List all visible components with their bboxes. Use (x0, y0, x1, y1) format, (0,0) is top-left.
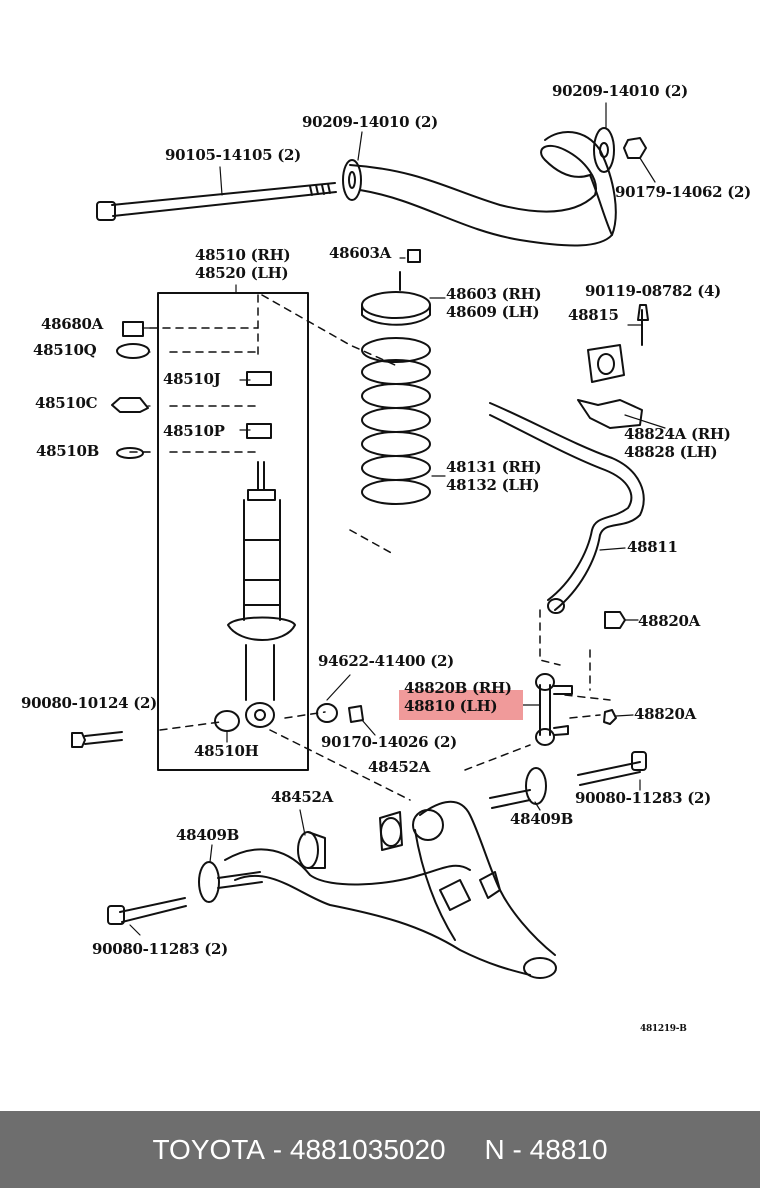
label-48603a[interactable]: 48603A (329, 244, 392, 262)
label-48409b-left[interactable]: 48409B (176, 826, 240, 844)
label-48409b-right[interactable]: 48409B (510, 810, 574, 828)
label-90080-10124[interactable]: 90080-10124 (2) (21, 694, 157, 712)
label-48680a[interactable]: 48680A (41, 315, 104, 333)
label-48815[interactable]: 48815 (568, 306, 619, 324)
footer-code-prefix: N (484, 1133, 505, 1165)
label-48510c[interactable]: 48510C (35, 394, 98, 412)
label-48820a-lower[interactable]: 48820A (634, 705, 697, 723)
highlight-48810 (399, 690, 523, 720)
label-48828-lh[interactable]: 48828 (LH) (624, 443, 718, 461)
footer-separator: - (265, 1133, 290, 1165)
label-90119-08782[interactable]: 90119-08782 (4) (585, 282, 721, 300)
label-48452a-lower[interactable]: 48452A (271, 788, 334, 806)
part-footer: TOYOTA - 4881035020 N - 48810 (0, 1111, 760, 1188)
label-90209-14010-left[interactable]: 90209-14010 (2) (302, 113, 438, 131)
footer-code: 48810 (529, 1133, 608, 1165)
lower-control-arm (224, 800, 557, 979)
label-90080-11283-right[interactable]: 90080-11283 (2) (575, 789, 711, 807)
stabilizer-bar (489, 402, 645, 614)
label-90209-14010-right[interactable]: 90209-14010 (2) (552, 82, 688, 100)
footer-gap (446, 1134, 485, 1166)
label-48811[interactable]: 48811 (627, 538, 678, 556)
footer-part-number: 4881035020 (289, 1133, 446, 1165)
label-90105-14105[interactable]: 90105-14105 (2) (165, 146, 301, 164)
label-48824a-rh[interactable]: 48824A (RH) (624, 425, 731, 443)
label-48609-lh[interactable]: 48609 (LH) (446, 303, 540, 321)
diagram-reference: 481219-B (640, 1024, 687, 1034)
label-48603-rh[interactable]: 48603 (RH) (446, 285, 542, 303)
label-48820b-rh[interactable]: 48820B (RH) (404, 679, 512, 697)
label-48132-lh[interactable]: 48132 (LH) (446, 476, 540, 494)
label-48810-lh[interactable]: 48810 (LH) (404, 697, 498, 715)
footer-brand: TOYOTA (152, 1133, 265, 1165)
label-48820a-upper[interactable]: 48820A (638, 612, 701, 630)
label-48131-rh[interactable]: 48131 (RH) (446, 458, 542, 476)
label-90179-14062[interactable]: 90179-14062 (2) (615, 183, 751, 201)
coil-spring (361, 337, 431, 505)
label-48510-rh[interactable]: 48510 (RH) (195, 246, 291, 264)
shock-absorber (227, 461, 296, 728)
upper-control-arm (342, 130, 617, 247)
footer-separator-2: - (504, 1133, 530, 1165)
label-90170-14026[interactable]: 90170-14026 (2) (321, 733, 457, 751)
parts-diagram (71, 102, 666, 979)
label-94622-41400[interactable]: 94622-41400 (2) (318, 652, 454, 670)
upper-arm-bolt (96, 182, 337, 221)
label-48520-lh[interactable]: 48520 (LH) (195, 264, 289, 282)
label-48510h[interactable]: 48510H (194, 742, 259, 760)
stabilizer-link (535, 673, 573, 746)
label-48510b[interactable]: 48510B (36, 442, 100, 460)
label-48510j[interactable]: 48510J (163, 370, 221, 388)
label-90080-11283-left[interactable]: 90080-11283 (2) (92, 940, 228, 958)
label-48510q[interactable]: 48510Q (33, 341, 97, 359)
label-48510p[interactable]: 48510P (163, 422, 225, 440)
label-48452a-upper[interactable]: 48452A (368, 758, 431, 776)
